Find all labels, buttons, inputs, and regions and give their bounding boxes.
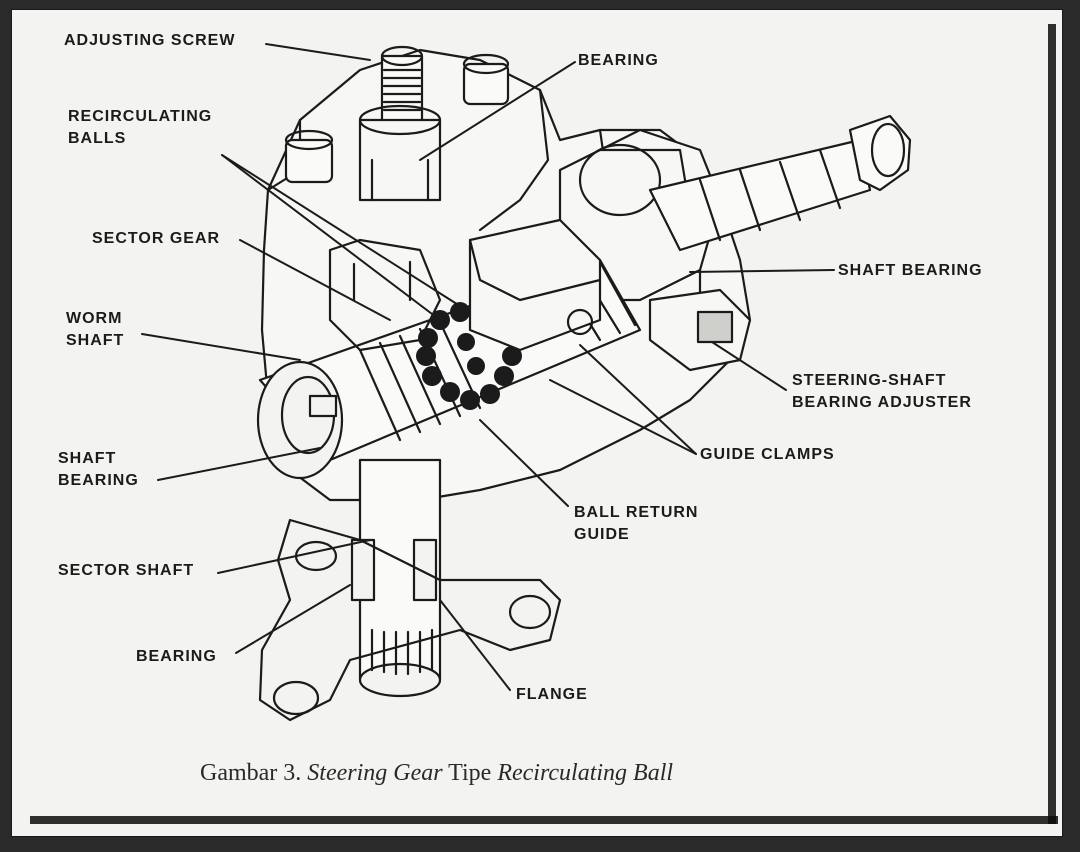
label-sector-shaft: SECTOR SHAFT	[58, 562, 195, 579]
frame-shadow-right	[1048, 24, 1056, 824]
label-bearing-top: BEARING	[578, 52, 659, 69]
leader-lines	[141, 43, 835, 691]
caption-middle: Tipe	[442, 760, 498, 786]
label-steering-shaft-bearing-adjuster: STEERING-SHAFT BEARING ADJUSTER	[792, 372, 972, 411]
top-bolts	[284, 53, 510, 184]
caption-italic-1: Steering Gear	[307, 760, 443, 786]
sector-shaft	[350, 458, 442, 698]
label-shaft-bearing-left: SHAFT BEARING	[58, 450, 139, 489]
caption-prefix: Gambar 3.	[200, 760, 308, 786]
steering-shaft	[558, 114, 912, 302]
label-ball-return-guide: BALL RETURN GUIDE	[574, 504, 699, 543]
figure-caption: Gambar 3. Steering Gear Tipe Recirculati…	[200, 760, 673, 787]
mounting-flange	[258, 518, 562, 722]
caption-italic-2: Recirculating Ball	[497, 760, 674, 786]
label-shaft-bearing-right: SHAFT BEARING	[838, 262, 983, 279]
label-flange: FLANGE	[516, 686, 588, 703]
label-worm-shaft: WORM SHAFT	[66, 310, 125, 349]
label-adjusting-screw: ADJUSTING SCREW	[64, 32, 236, 49]
label-bearing-bottom: BEARING	[136, 648, 217, 665]
ball-nut-block	[328, 218, 602, 352]
label-guide-clamps: GUIDE CLAMPS	[700, 446, 835, 463]
adjusting-screw	[358, 45, 442, 202]
label-sector-gear: SECTOR GEAR	[92, 230, 221, 247]
label-recirculating-balls: RECIRCULATING BALLS	[68, 108, 213, 147]
frame-shadow-bottom	[30, 816, 1058, 824]
